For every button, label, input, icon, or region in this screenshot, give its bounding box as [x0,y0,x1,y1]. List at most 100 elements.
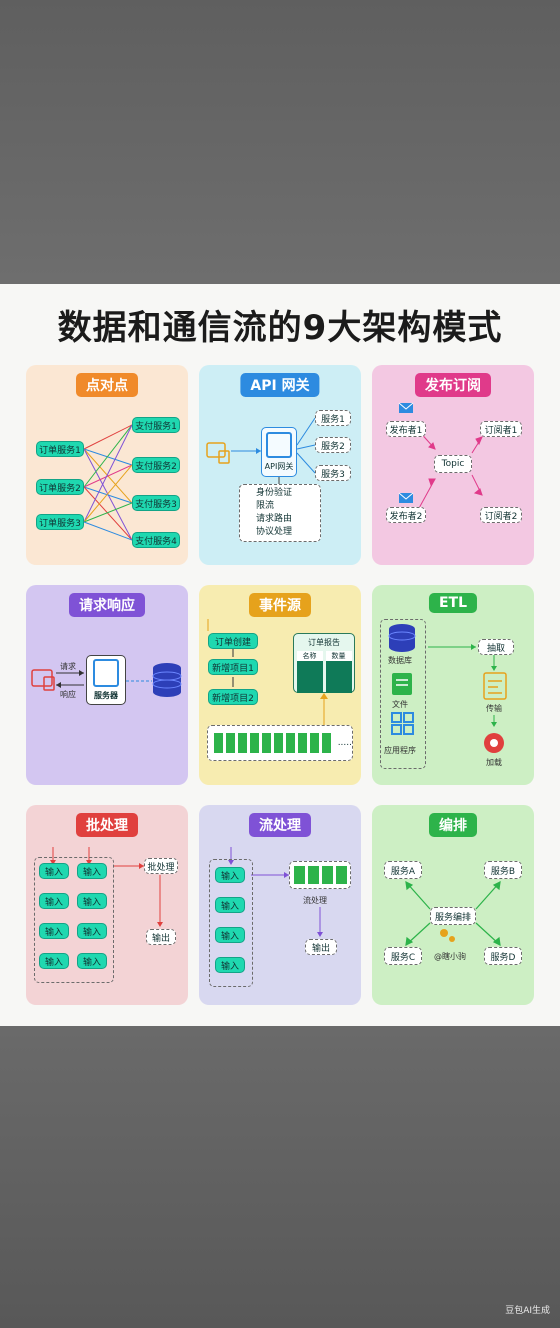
etl-connections [388,624,507,753]
buffer-cell [321,866,333,884]
card-pub-sub: 发布订阅 发布者1 发布者2 Topic 订阅者1 订阅者2 [372,365,534,565]
card-event-sourcing: 事件源 订单创建 新增项目1 新增项目2 订单报告 名称 数量 [199,585,361,785]
server-label: 服务器 [94,691,118,700]
api-gateway-label: API网关 [264,462,294,471]
input-node: 输入 [215,957,245,973]
batch-input-group [34,857,114,983]
log-cell [249,733,259,753]
table-header: 名称 [296,651,323,661]
event-store-label: 订单报告 [308,638,340,647]
server-node: 服务器 [86,655,126,705]
transform-icon [483,672,507,700]
output-node: 输出 [146,929,176,945]
card-title: 请求响应 [69,593,145,617]
event-node: 订单创建 [208,633,258,649]
input-node: 输入 [215,927,245,943]
load-label: 加载 [486,758,502,767]
ellipsis: ..... [337,738,352,748]
watermark: 豆包AI生成 [505,1306,550,1316]
card-title: 事件源 [249,593,311,617]
buffer-cell [307,866,319,884]
feature-label: 限流 [256,501,275,511]
payment-service-node: 支付服务2 [132,457,180,473]
database-icon [152,663,182,697]
input-node: 输入 [77,953,107,969]
card-etl: ETL 数据库 文件 应用程序 抽取 传输 加载 [372,585,534,785]
card-title: 流处理 [249,813,311,837]
service-node: 服务B [484,861,522,879]
publisher-node: 发布者1 [386,421,426,437]
eventsource-connections [207,619,328,725]
gears-icon [440,929,455,942]
request-label: 请求 [60,662,76,671]
log-cell [273,733,283,753]
input-node: 输入 [77,923,107,939]
log-cell [261,733,271,753]
transform-label: 传输 [486,704,502,713]
topic-node: Topic [434,455,472,473]
feature-label: 身份验证 [256,488,293,498]
order-service-node: 订单服务3 [36,514,84,530]
log-cell [285,733,295,753]
background-band-top [0,0,560,284]
service-node: 服务1 [315,410,351,426]
payment-service-node: 支付服务4 [132,532,180,548]
card-title: 编排 [429,813,477,837]
source-label: 应用程序 [384,746,416,755]
background-band-bottom [0,1026,560,1328]
service-node: 服务A [384,861,422,879]
event-node: 新增项目1 [208,659,258,675]
card-title: API 网关 [240,373,320,397]
card-api-gateway: API 网关 API网关 服务1 服务2 服务3 身份验证 限流 请求路由 协议… [199,365,361,565]
stream-connections [228,847,323,937]
input-node: 输入 [77,893,107,909]
orchestrator-node: 服务编排 [430,907,476,925]
input-node: 输入 [39,923,69,939]
card-title: 发布订阅 [415,373,491,397]
input-node: 输入 [39,863,69,879]
author-credit: @瞎小驹 [434,952,466,961]
api-gateway-node: API网关 [261,427,297,477]
service-node: 服务2 [315,437,351,453]
subscriber-node: 订阅者1 [480,421,522,437]
envelope-icon [398,492,414,503]
source-label: 数据库 [388,656,412,665]
file-icon [392,673,412,695]
client-device-icon [31,669,55,691]
gateway-features-box: 身份验证 限流 请求路由 协议处理 [239,484,321,542]
buffer-cell [293,866,305,884]
database-icon [388,624,416,652]
poster: 数据和通信流的9大架构模式 点对点 订单服务1 订单服务2 订单服务3 支付服务… [0,284,560,1026]
table-column: 名称 [296,651,323,693]
order-service-node: 订单服务2 [36,479,84,495]
payment-service-node: 支付服务3 [132,495,180,511]
server-icon [266,432,292,458]
log-cell [309,733,319,753]
poster-title: 数据和通信流的9大架构模式 [57,308,503,348]
input-node: 输入 [77,863,107,879]
card-title: ETL [428,593,478,613]
orchestration-connections [405,880,501,947]
feature-label: 请求路由 [256,514,293,524]
card-request-response: 请求响应 请求 响应 服务器 [26,585,188,785]
input-node: 输入 [39,893,69,909]
card-title: 批处理 [76,813,138,837]
log-cell [237,733,247,753]
source-label: 文件 [392,700,408,709]
service-node: 服务D [484,947,522,965]
event-store-node: 订单报告 名称 数量 [293,633,355,693]
event-store-table: 名称 数量 [296,651,352,693]
output-node: 输出 [305,939,337,955]
etl-sources-box [380,619,426,769]
table-column: 数量 [325,651,352,693]
event-node: 新增项目2 [208,689,258,705]
log-cell [225,733,235,753]
extract-node: 抽取 [478,639,514,655]
stream-buffer [289,861,351,889]
card-orchestration: 编排 服务A 服务B 服务编排 服务C 服务D @瞎小驹 [372,805,534,1005]
p2p-connections [83,424,133,541]
log-cell [214,733,223,753]
table-header: 数量 [325,651,352,661]
service-node: 服务3 [315,465,351,481]
input-node: 输入 [215,867,245,883]
